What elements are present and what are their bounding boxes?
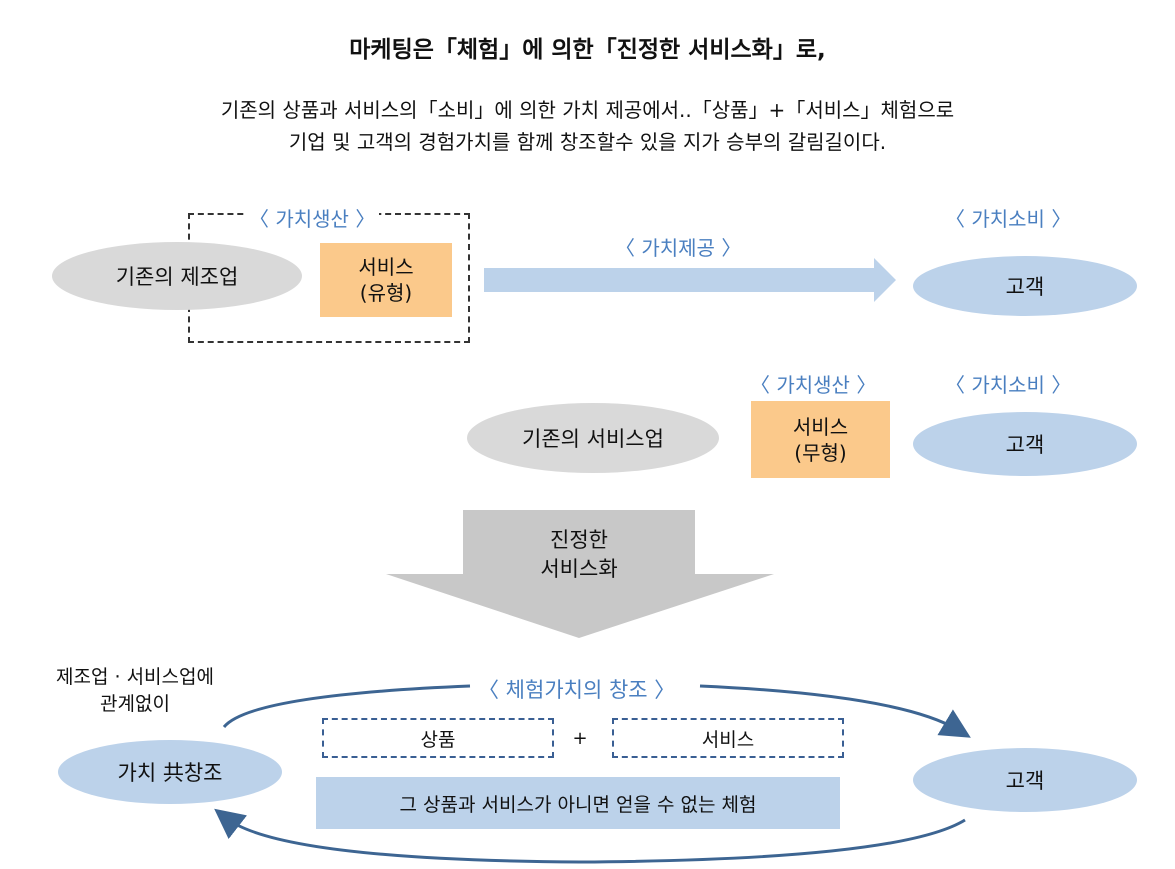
value-provision-label: 〈 가치제공 〉: [615, 236, 742, 260]
transition-line2: 서비스화: [540, 557, 618, 581]
transition-line1: 진정한: [550, 528, 608, 552]
customer-ellipse-2: 고객: [913, 412, 1137, 476]
manufacturing-ellipse: 기존의 제조업: [52, 242, 302, 310]
customer-to-cocreation-curve: [214, 808, 966, 864]
experience-value-label: 〈 체험가치의 창조 〉: [478, 678, 676, 702]
transition-down-arrow: [386, 510, 774, 638]
cocreation-ellipse: 가치 共창조: [58, 740, 282, 804]
plus-sign: +: [572, 728, 588, 749]
tangible-service-box: 서비스 (유형): [320, 243, 452, 317]
page-title: 마케팅은「체험」에 의한「진정한 서비스화」로,: [349, 37, 826, 63]
tangible-service-line1: 서비스: [358, 255, 414, 279]
value-provision-arrow: [484, 258, 896, 302]
transition-text: 진정한 서비스화: [463, 526, 695, 584]
value-production-label-2: 〈 가치생산 〉: [750, 373, 877, 397]
industry-note: 제조업 · 서비스업에 관계없이: [20, 664, 250, 718]
value-production-label: 〈 가치생산 〉: [245, 203, 380, 232]
tangible-service-line2: (유형): [359, 281, 413, 305]
experience-box: 그 상품과 서비스가 아니면 얻을 수 없는 체험: [316, 777, 840, 829]
cocreation-to-customer-curve: [222, 684, 471, 729]
service-industry-ellipse: 기존의 서비스업: [467, 403, 719, 473]
cocreation-to-customer-curve-right: [699, 684, 971, 738]
intangible-service-line1: 서비스: [792, 414, 849, 439]
intangible-service-box: 서비스 (무형): [751, 401, 890, 478]
subtitle-line-2: 기업 및 고객의 경험가치를 함께 창조할수 있을 지가 승부의 갈림길이다.: [288, 130, 887, 154]
customer-ellipse-1: 고객: [913, 256, 1137, 316]
industry-note-line2: 관계없이: [100, 693, 170, 715]
subtitle-line-1: 기존의 상품과 서비스의「소비」에 의한 가치 제공에서..「상품」+「서비스」…: [220, 98, 955, 122]
value-consumption-label-2: 〈 가치소비 〉: [945, 373, 1072, 397]
intangible-service-line2: (무형): [794, 440, 847, 465]
product-dashed-box: 상품: [322, 718, 554, 758]
value-consumption-label-1: 〈 가치소비 〉: [945, 207, 1072, 231]
industry-note-line1: 제조업 · 서비스업에: [56, 666, 214, 688]
service-dashed-box: 서비스: [612, 718, 844, 758]
customer-ellipse-3: 고객: [913, 748, 1137, 812]
